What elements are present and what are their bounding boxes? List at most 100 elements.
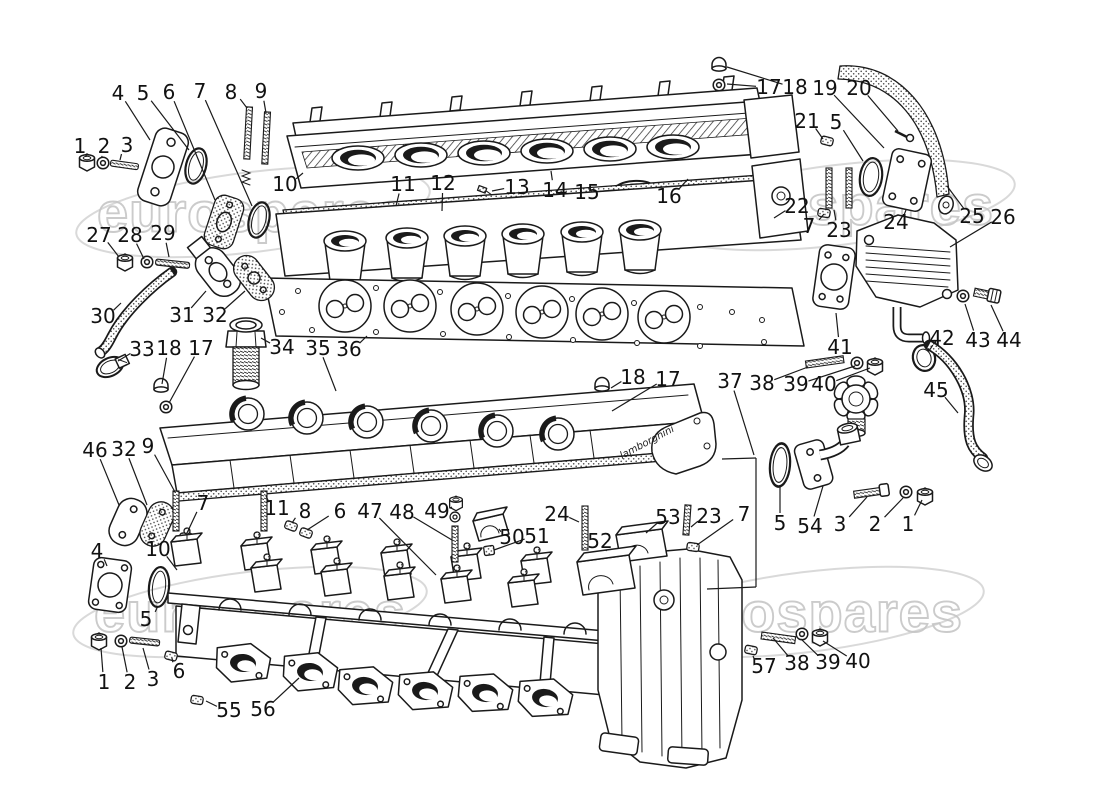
leader-line <box>173 100 216 201</box>
callout-52: 52 <box>587 529 612 553</box>
callout-3: 3 <box>121 133 134 157</box>
studs-23 <box>825 167 853 209</box>
hose-clamp-33 <box>95 353 131 379</box>
leader-line <box>322 357 337 392</box>
leader-line <box>610 380 622 389</box>
outlet-flange-31 <box>186 235 242 298</box>
leader-line <box>726 83 757 87</box>
flange-gasket-4-lower <box>87 556 133 614</box>
leader-line <box>928 344 934 352</box>
leader-line <box>168 356 195 404</box>
leader-line <box>239 98 248 109</box>
tappet-hardware-47-51 <box>448 495 510 563</box>
callout-1: 1 <box>98 670 111 694</box>
callout-10: 10 <box>145 537 170 561</box>
breather-valve-34 <box>225 317 267 391</box>
callout-22: 22 <box>784 194 809 218</box>
callout-9: 9 <box>255 79 268 103</box>
leader-line <box>696 519 734 546</box>
callout-24: 24 <box>883 210 908 234</box>
leader-line <box>260 337 271 344</box>
leader-line <box>413 516 453 541</box>
callout-5: 5 <box>140 607 153 631</box>
leader-line <box>142 647 150 670</box>
hose-45 <box>923 339 993 472</box>
hardware-row-1-2-3-bottom <box>90 632 179 663</box>
stud-washer-nut-38-39-40 <box>804 355 884 376</box>
leader-line <box>171 657 174 663</box>
leader-line <box>224 290 246 310</box>
chain-guide-25 <box>837 65 954 215</box>
callout-12: 12 <box>430 171 455 195</box>
plug-6-lower <box>298 526 314 540</box>
callout-5: 5 <box>830 110 843 134</box>
callout-38: 38 <box>749 371 774 395</box>
callout-28: 28 <box>117 223 142 247</box>
callout-54: 54 <box>797 514 822 538</box>
square-gasket-41 <box>812 244 856 310</box>
leader-line <box>949 221 992 248</box>
nut-51 <box>483 544 496 557</box>
leader-line <box>154 607 158 613</box>
callout-6: 6 <box>163 80 176 104</box>
callout-39: 39 <box>783 372 808 396</box>
leader-line <box>150 100 190 151</box>
leader-line <box>491 187 505 192</box>
callout-3: 3 <box>147 667 160 691</box>
cam-cap-50 <box>472 506 510 542</box>
leader-line <box>295 172 304 180</box>
leader-line <box>205 700 218 707</box>
socket-bolt-44 <box>972 287 1002 304</box>
callout-8: 8 <box>225 80 238 104</box>
callout-11: 11 <box>264 496 289 520</box>
callout-50: 50 <box>499 525 524 549</box>
callout-5: 5 <box>774 511 787 535</box>
callout-25: 25 <box>959 204 984 228</box>
blanking-plate-46 <box>108 497 148 547</box>
leader-line <box>550 170 553 181</box>
leader-line <box>291 517 296 524</box>
callout-48: 48 <box>389 500 414 524</box>
cam-cap-52 <box>576 545 637 596</box>
leader-line <box>726 66 783 85</box>
callout-15: 15 <box>574 180 599 204</box>
leader-line <box>944 396 959 414</box>
leader-line <box>833 94 885 149</box>
leader-line <box>884 497 904 518</box>
callout-47: 47 <box>357 499 382 523</box>
plug-7-right <box>816 207 832 219</box>
leader-line <box>121 646 128 673</box>
upper-head-end-block <box>751 158 809 239</box>
leader-line <box>204 99 253 207</box>
leader-line <box>848 496 868 518</box>
callout-29: 29 <box>150 221 175 245</box>
callout-57: 57 <box>751 654 776 678</box>
leader-line <box>99 458 120 506</box>
callout-38: 38 <box>784 651 809 675</box>
timing-end-casting <box>597 548 743 769</box>
callout-27: 27 <box>86 223 111 247</box>
combustion-openings <box>318 279 691 344</box>
stud-24-lower <box>581 505 589 551</box>
leader-line <box>113 302 122 311</box>
callout-41: 41 <box>827 335 852 359</box>
acorn-nut-18 <box>153 377 169 393</box>
hardware-row-27-28-29 <box>116 253 191 272</box>
callout-26: 26 <box>990 205 1015 229</box>
acorn-nut-18-mid <box>594 376 610 392</box>
gasket-6 <box>203 194 245 250</box>
callout-24: 24 <box>544 502 569 526</box>
callout-39: 39 <box>815 650 840 674</box>
leader-line <box>117 352 131 362</box>
water-elbow-54 <box>793 422 861 490</box>
callout-42: 42 <box>929 326 954 350</box>
small-screw-13 <box>476 184 493 196</box>
hardware-row-57-38-39-40 <box>743 627 829 656</box>
leader-line <box>733 390 755 456</box>
upper-head-body <box>275 177 802 286</box>
leader-line <box>774 366 809 381</box>
head-gasket <box>263 277 805 349</box>
washer-17-top <box>712 78 726 92</box>
oval-gasket-32-lower <box>139 501 175 547</box>
callout-bracket-line <box>721 457 757 460</box>
